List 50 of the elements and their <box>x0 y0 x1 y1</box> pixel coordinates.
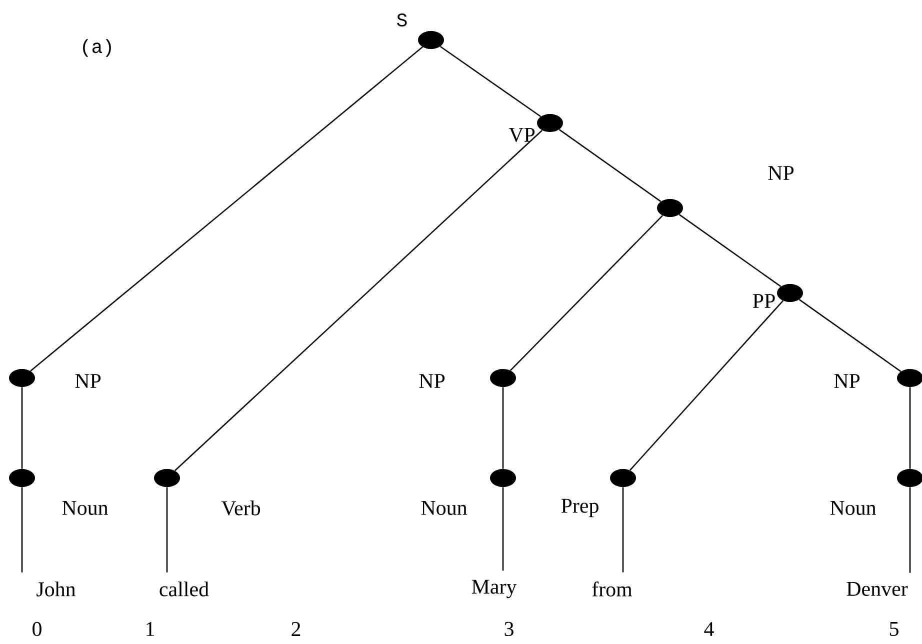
tree-branch <box>558 129 662 202</box>
position-index: 0 <box>32 622 42 636</box>
position-index: 3 <box>504 622 514 636</box>
category-label: NP <box>768 166 794 180</box>
position-index: 2 <box>292 622 300 636</box>
tree-node-dot <box>657 199 683 217</box>
word: from <box>592 582 632 596</box>
tree-branch <box>21 387 23 469</box>
category-label: Verb <box>221 500 260 516</box>
word: John <box>36 582 76 596</box>
tree-node-dot <box>537 114 563 132</box>
tree-node-dot <box>777 284 803 302</box>
tree-branch <box>510 215 663 371</box>
tree-node-dot <box>9 469 35 487</box>
position-index: 1 <box>146 622 154 636</box>
tree-node-dot <box>418 31 444 49</box>
word: called <box>160 582 209 596</box>
panel-label: (a) <box>83 39 111 57</box>
category-label: Prep <box>561 498 598 518</box>
tree-node-dot <box>490 369 516 387</box>
position-index: 4 <box>704 622 714 636</box>
tree-branch <box>678 214 782 287</box>
tree-branch <box>440 46 542 118</box>
category-label: PP <box>752 294 775 308</box>
tree-branch <box>909 487 911 573</box>
tree-branch <box>166 487 168 572</box>
tree-branch <box>622 487 624 572</box>
category-label: NP <box>834 374 860 388</box>
tree-node-dot <box>610 469 636 487</box>
tree-node-dot <box>154 469 180 487</box>
tree-branch <box>30 46 423 372</box>
tree-branch <box>174 130 543 472</box>
category-label: NP <box>75 374 101 388</box>
tree-node-dot <box>9 369 35 387</box>
tree-branch <box>909 387 911 469</box>
tree-branch <box>502 487 504 571</box>
category-label: Noun <box>62 501 108 515</box>
category-label: Noun <box>421 501 467 515</box>
position-index: 5 <box>890 622 898 636</box>
tree-branch <box>798 299 902 372</box>
tree-branch <box>502 387 504 469</box>
category-label: NP <box>419 374 445 388</box>
category-label: Noun <box>830 501 876 515</box>
tree-branch <box>630 300 784 471</box>
tree-branch <box>21 487 23 572</box>
word: Mary <box>472 580 517 598</box>
category-label: VP <box>508 128 535 142</box>
category-label: S <box>397 14 407 26</box>
tree-node-dot <box>490 469 516 487</box>
word: Denver <box>846 582 908 596</box>
